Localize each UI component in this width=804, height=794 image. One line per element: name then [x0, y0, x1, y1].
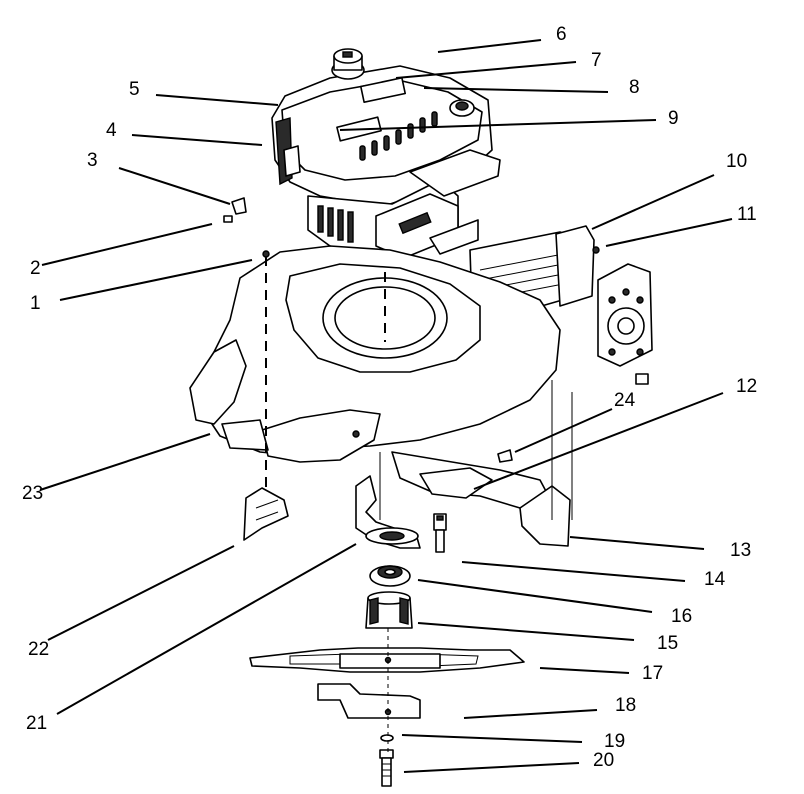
leader-1 — [59, 259, 253, 301]
part-19-washer — [380, 734, 394, 742]
leader-lines — [39, 39, 733, 773]
mower-deck — [189, 245, 561, 463]
part-16-bearing — [369, 565, 411, 587]
callout-8: 8 — [629, 77, 640, 98]
leader-17 — [539, 667, 630, 674]
leader-23 — [39, 433, 211, 491]
part-17-blade — [249, 647, 525, 673]
leader-9 — [339, 119, 657, 131]
callout-labels: 6 7 8 5 9 4 3 10 11 2 1 12 24 23 13 14 1… — [22, 24, 757, 771]
leader-4 — [131, 134, 263, 146]
callout-16: 16 — [671, 606, 692, 627]
callout-21: 21 — [26, 713, 47, 734]
part-18-stiffener — [317, 683, 421, 719]
callout-17: 17 — [642, 663, 663, 684]
part-15-adapter — [365, 591, 413, 629]
leader-10 — [591, 174, 715, 230]
leader-13 — [569, 536, 705, 550]
callout-1: 1 — [30, 293, 41, 314]
leader-18 — [463, 709, 598, 719]
callout-2: 2 — [30, 258, 41, 279]
callout-7: 7 — [591, 50, 602, 71]
hardware-bolt-24 — [497, 246, 600, 463]
leader-19 — [401, 734, 583, 743]
leader-12 — [473, 392, 724, 490]
leader-6 — [437, 39, 542, 53]
leader-2 — [41, 223, 213, 266]
hardware-screw-2 — [223, 215, 233, 223]
leader-21 — [56, 543, 357, 715]
callout-18: 18 — [615, 695, 636, 716]
leader-7 — [395, 61, 577, 79]
callout-22: 22 — [28, 639, 49, 660]
callout-12: 12 — [736, 376, 757, 397]
leader-15 — [417, 622, 635, 641]
callout-13: 13 — [730, 540, 751, 561]
callout-9: 9 — [668, 108, 679, 129]
part-14-bolt — [433, 513, 447, 553]
callout-15: 15 — [657, 633, 678, 654]
callout-19: 19 — [604, 731, 625, 752]
callout-23: 23 — [22, 483, 43, 504]
callout-5: 5 — [129, 79, 140, 100]
callout-3: 3 — [87, 150, 98, 171]
hardware-clip-3 — [231, 197, 247, 215]
leader-14 — [461, 561, 686, 582]
leader-20 — [403, 762, 580, 773]
callout-4: 4 — [106, 120, 117, 141]
leader-16 — [417, 579, 653, 613]
leader-8 — [423, 87, 609, 93]
leader-3 — [118, 167, 231, 205]
leader-5 — [155, 94, 279, 106]
callout-20: 20 — [593, 750, 614, 771]
hardware-screw-1 — [262, 250, 270, 258]
leader-24 — [514, 408, 613, 453]
callout-24: 24 — [614, 390, 636, 411]
mulch-baffle — [379, 380, 573, 547]
leader-22 — [47, 545, 235, 641]
callout-11: 11 — [737, 204, 757, 225]
callout-10: 10 — [726, 151, 747, 172]
part-22-baffle — [243, 487, 289, 541]
callout-6: 6 — [556, 24, 567, 45]
callout-14: 14 — [704, 569, 726, 590]
leader-11 — [605, 218, 733, 247]
engine-assembly — [271, 48, 501, 259]
part-21-adapter — [355, 475, 421, 549]
part-20-bolt — [379, 749, 394, 787]
